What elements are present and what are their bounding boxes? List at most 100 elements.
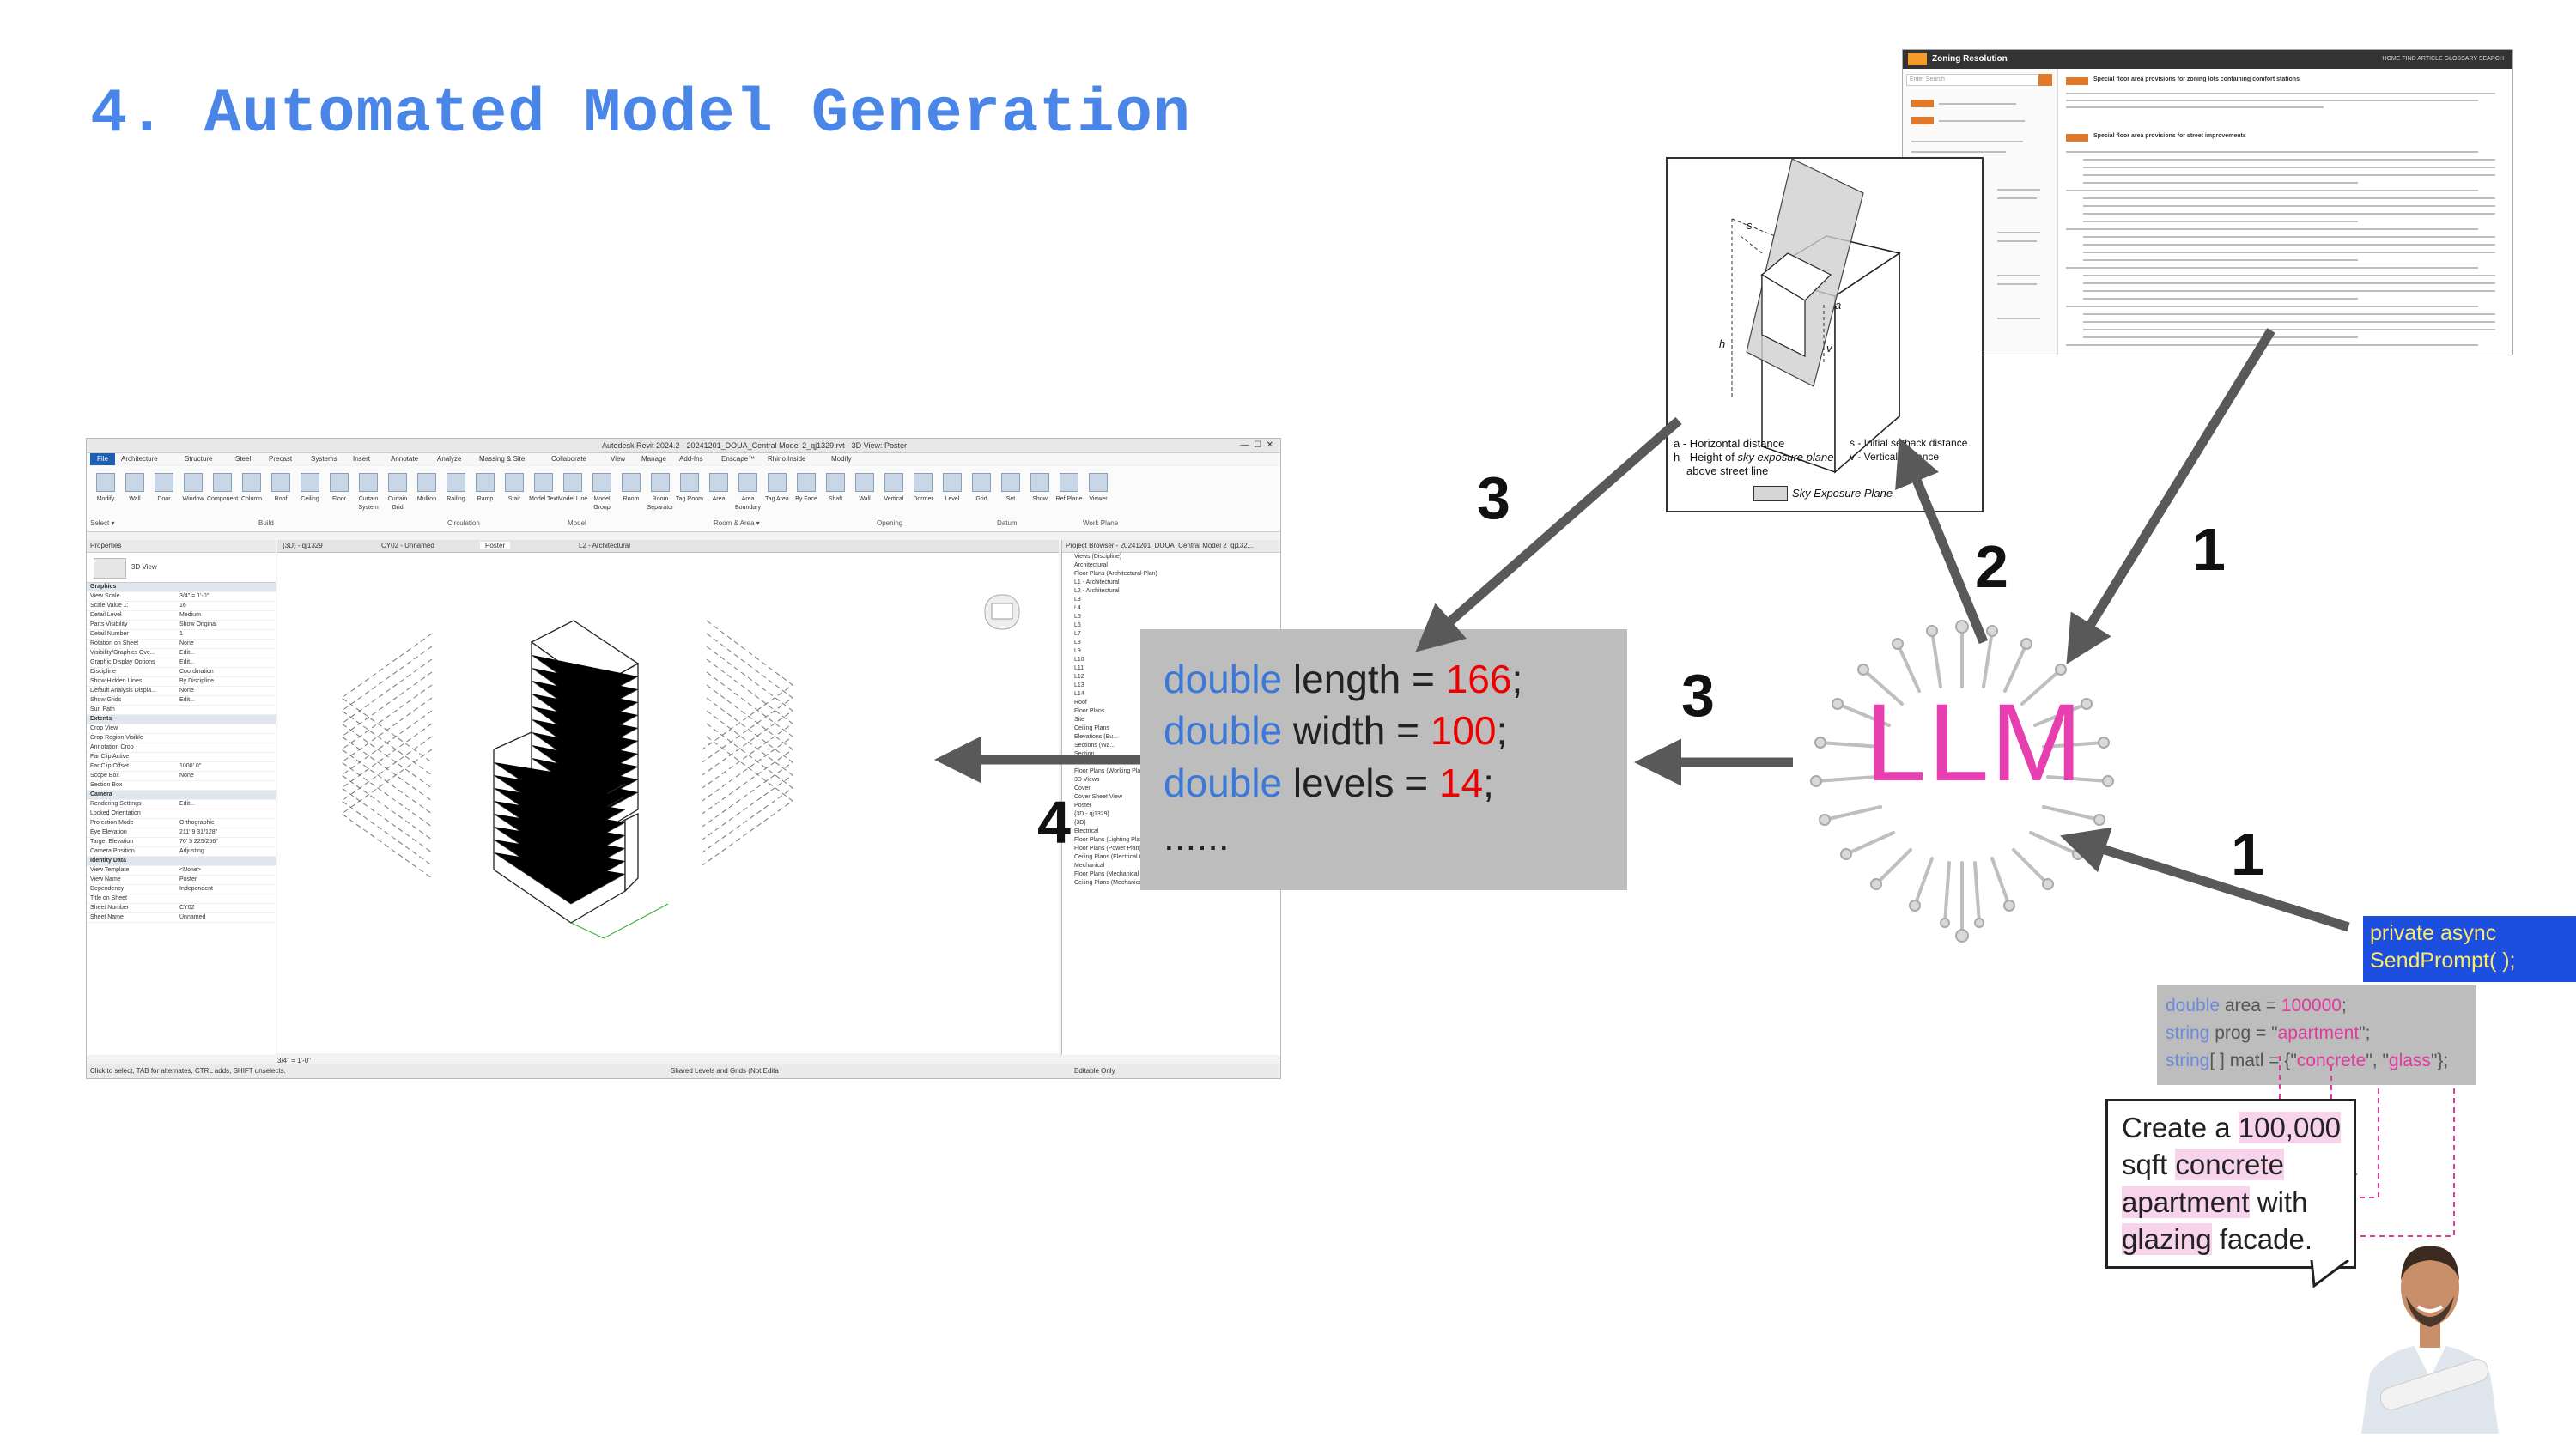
- ribbon-button-curtain-grid[interactable]: Curtain Grid: [382, 473, 413, 511]
- ribbon-button-area-boundary[interactable]: Area Boundary: [732, 473, 763, 511]
- browser-item[interactable]: Architectural: [1074, 562, 1108, 568]
- property-value[interactable]: Poster: [179, 876, 197, 882]
- property-value[interactable]: Adjusting: [179, 848, 204, 854]
- ribbon-button-dormer[interactable]: Dormer: [908, 473, 939, 502]
- property-value[interactable]: None: [179, 773, 194, 779]
- ribbon-button-model-text[interactable]: Model Text: [528, 473, 559, 502]
- browser-item[interactable]: {3D}: [1074, 820, 1086, 826]
- ribbon-button-roof[interactable]: Roof: [265, 473, 296, 502]
- ribbon-button-viewer[interactable]: Viewer: [1083, 473, 1114, 502]
- browser-item[interactable]: Site: [1074, 717, 1085, 723]
- ribbon-button-door[interactable]: Door: [149, 473, 179, 502]
- ribbon-button-floor[interactable]: Floor: [324, 473, 355, 502]
- browser-item[interactable]: Poster: [1074, 803, 1092, 809]
- view-tab[interactable]: {3D} - qj1329: [283, 542, 323, 549]
- property-value[interactable]: Unnamed: [179, 914, 206, 920]
- property-value[interactable]: Edit...: [179, 650, 195, 656]
- browser-item[interactable]: L6: [1074, 622, 1081, 628]
- property-value[interactable]: 76' 5 225/256": [179, 839, 218, 845]
- browser-item[interactable]: Views (Discipline): [1074, 554, 1122, 560]
- properties-section[interactable]: Graphics: [87, 583, 276, 592]
- drawing-area[interactable]: {3D} - qj1329 CY02 - Unnamed Poster L2 - Ar…: [277, 540, 1059, 1053]
- property-value[interactable]: None: [179, 640, 194, 646]
- ribbon-button-curtain-system[interactable]: Curtain System: [353, 473, 384, 511]
- ribbon-button-ref-plane[interactable]: Ref Plane: [1054, 473, 1084, 502]
- ribbon-tab-structure[interactable]: Structure: [185, 455, 213, 463]
- ribbon-button-model-line[interactable]: Model Line: [557, 473, 588, 502]
- property-value[interactable]: Edit...: [179, 801, 195, 807]
- properties-section[interactable]: Extents: [87, 715, 276, 724]
- property-value[interactable]: None: [179, 688, 194, 694]
- browser-item[interactable]: Floor Plans (Working Plan): [1074, 768, 1146, 774]
- ribbon-button-mullion[interactable]: Mullion: [411, 473, 442, 502]
- property-value[interactable]: 1000' 0": [179, 763, 202, 769]
- ribbon-button-tag-area[interactable]: Tag Area: [762, 473, 793, 502]
- browser-item[interactable]: L12: [1074, 674, 1084, 680]
- browser-item[interactable]: {3D - qj1329}: [1074, 811, 1109, 817]
- ribbon-button-wall[interactable]: Wall: [849, 473, 880, 502]
- website-nav[interactable]: HOME FIND ARTICLE GLOSSARY SEARCH: [2382, 56, 2504, 62]
- browser-item[interactable]: Roof: [1074, 700, 1087, 706]
- property-value[interactable]: Edit...: [179, 697, 195, 703]
- ribbon-tab-rhino-inside[interactable]: Rhino.Inside: [768, 455, 806, 463]
- ribbon-button-grid[interactable]: Grid: [966, 473, 997, 502]
- ribbon-button-ceiling[interactable]: Ceiling: [295, 473, 325, 502]
- ribbon-button-tag-room[interactable]: Tag Room: [674, 473, 705, 502]
- browser-item[interactable]: Mechanical: [1074, 863, 1105, 869]
- browser-item[interactable]: 3D Views: [1074, 777, 1100, 783]
- property-value[interactable]: 1: [179, 631, 183, 637]
- view-tab[interactable]: L2 - Architectural: [579, 542, 631, 549]
- view-tab[interactable]: Poster: [480, 542, 511, 549]
- property-value[interactable]: Show Original: [179, 621, 217, 627]
- ribbon-button-vertical[interactable]: Vertical: [878, 473, 909, 502]
- property-value[interactable]: Independent: [179, 886, 213, 892]
- ribbon-button-shaft[interactable]: Shaft: [820, 473, 851, 502]
- browser-item[interactable]: L4: [1074, 605, 1081, 611]
- browser-item[interactable]: Floor Plans (Mechanical Plan): [1074, 871, 1155, 877]
- scale-bar[interactable]: 3/4" = 1'-0": [277, 1057, 312, 1064]
- browser-item[interactable]: Floor Plans: [1074, 708, 1105, 714]
- ribbon-tab-architecture[interactable]: Architecture: [121, 455, 158, 463]
- ribbon-button-ramp[interactable]: Ramp: [470, 473, 501, 502]
- ribbon-tab-manage[interactable]: Manage: [641, 455, 666, 463]
- browser-item[interactable]: L14: [1074, 691, 1084, 697]
- view-tab[interactable]: CY02 - Unnamed: [381, 542, 434, 549]
- ribbon-tab-file[interactable]: File: [90, 453, 115, 465]
- ribbon-tab-enscape-[interactable]: Enscape™: [721, 455, 756, 463]
- ribbon-tab-systems[interactable]: Systems: [311, 455, 337, 463]
- ribbon-button-modify[interactable]: Modify: [90, 473, 121, 502]
- browser-item[interactable]: Floor Plans (Architectural Plan): [1074, 571, 1157, 577]
- ribbon-button-level[interactable]: Level: [937, 473, 968, 502]
- browser-item[interactable]: Floor Plans (Power Plan): [1074, 846, 1141, 852]
- browser-item[interactable]: L2 - Architectural: [1074, 588, 1120, 594]
- browser-item[interactable]: L11: [1074, 665, 1084, 671]
- ribbon-button-railing[interactable]: Railing: [440, 473, 471, 502]
- property-value[interactable]: <None>: [179, 867, 201, 873]
- ribbon-button-show[interactable]: Show: [1024, 473, 1055, 502]
- browser-item[interactable]: Electrical: [1074, 828, 1099, 834]
- ribbon-tab-analyze[interactable]: Analyze: [437, 455, 462, 463]
- ribbon-button-window[interactable]: Window: [178, 473, 209, 502]
- search-icon[interactable]: [2038, 74, 2052, 86]
- ribbon-tab-add-ins[interactable]: Add-Ins: [679, 455, 703, 463]
- browser-item[interactable]: Elevations (Bu...: [1074, 734, 1118, 740]
- browser-item[interactable]: Ceiling Plans (Electrical Ceiling Plan): [1074, 854, 1174, 860]
- property-value[interactable]: By Discipline: [179, 678, 215, 684]
- view-cube-icon[interactable]: [984, 594, 1020, 630]
- property-value[interactable]: Edit...: [179, 659, 195, 665]
- ribbon-button-by-face[interactable]: By Face: [791, 473, 822, 502]
- ribbon-tab-view[interactable]: View: [611, 455, 626, 463]
- type-selector[interactable]: 3D View: [87, 553, 276, 583]
- property-value[interactable]: Medium: [179, 612, 201, 618]
- window-controls[interactable]: — ☐ ✕: [1240, 440, 1273, 450]
- browser-item[interactable]: Sections (Wa...: [1074, 743, 1115, 749]
- browser-item[interactable]: Cover: [1074, 785, 1091, 791]
- browser-item[interactable]: Ceiling Plans (Mechanical Ceiling Plan): [1074, 880, 1180, 886]
- ribbon-group-label[interactable]: Select ▾: [90, 519, 115, 527]
- browser-item[interactable]: Cover Sheet View: [1074, 794, 1122, 800]
- ribbon-tab-annotate[interactable]: Annotate: [391, 455, 419, 463]
- ribbon-tab-steel[interactable]: Steel: [235, 455, 252, 463]
- ribbon-button-room-separator[interactable]: Room Separator: [645, 473, 676, 511]
- ribbon-tab-collaborate[interactable]: Collaborate: [551, 455, 586, 463]
- ribbon-button-area[interactable]: Area: [703, 473, 734, 502]
